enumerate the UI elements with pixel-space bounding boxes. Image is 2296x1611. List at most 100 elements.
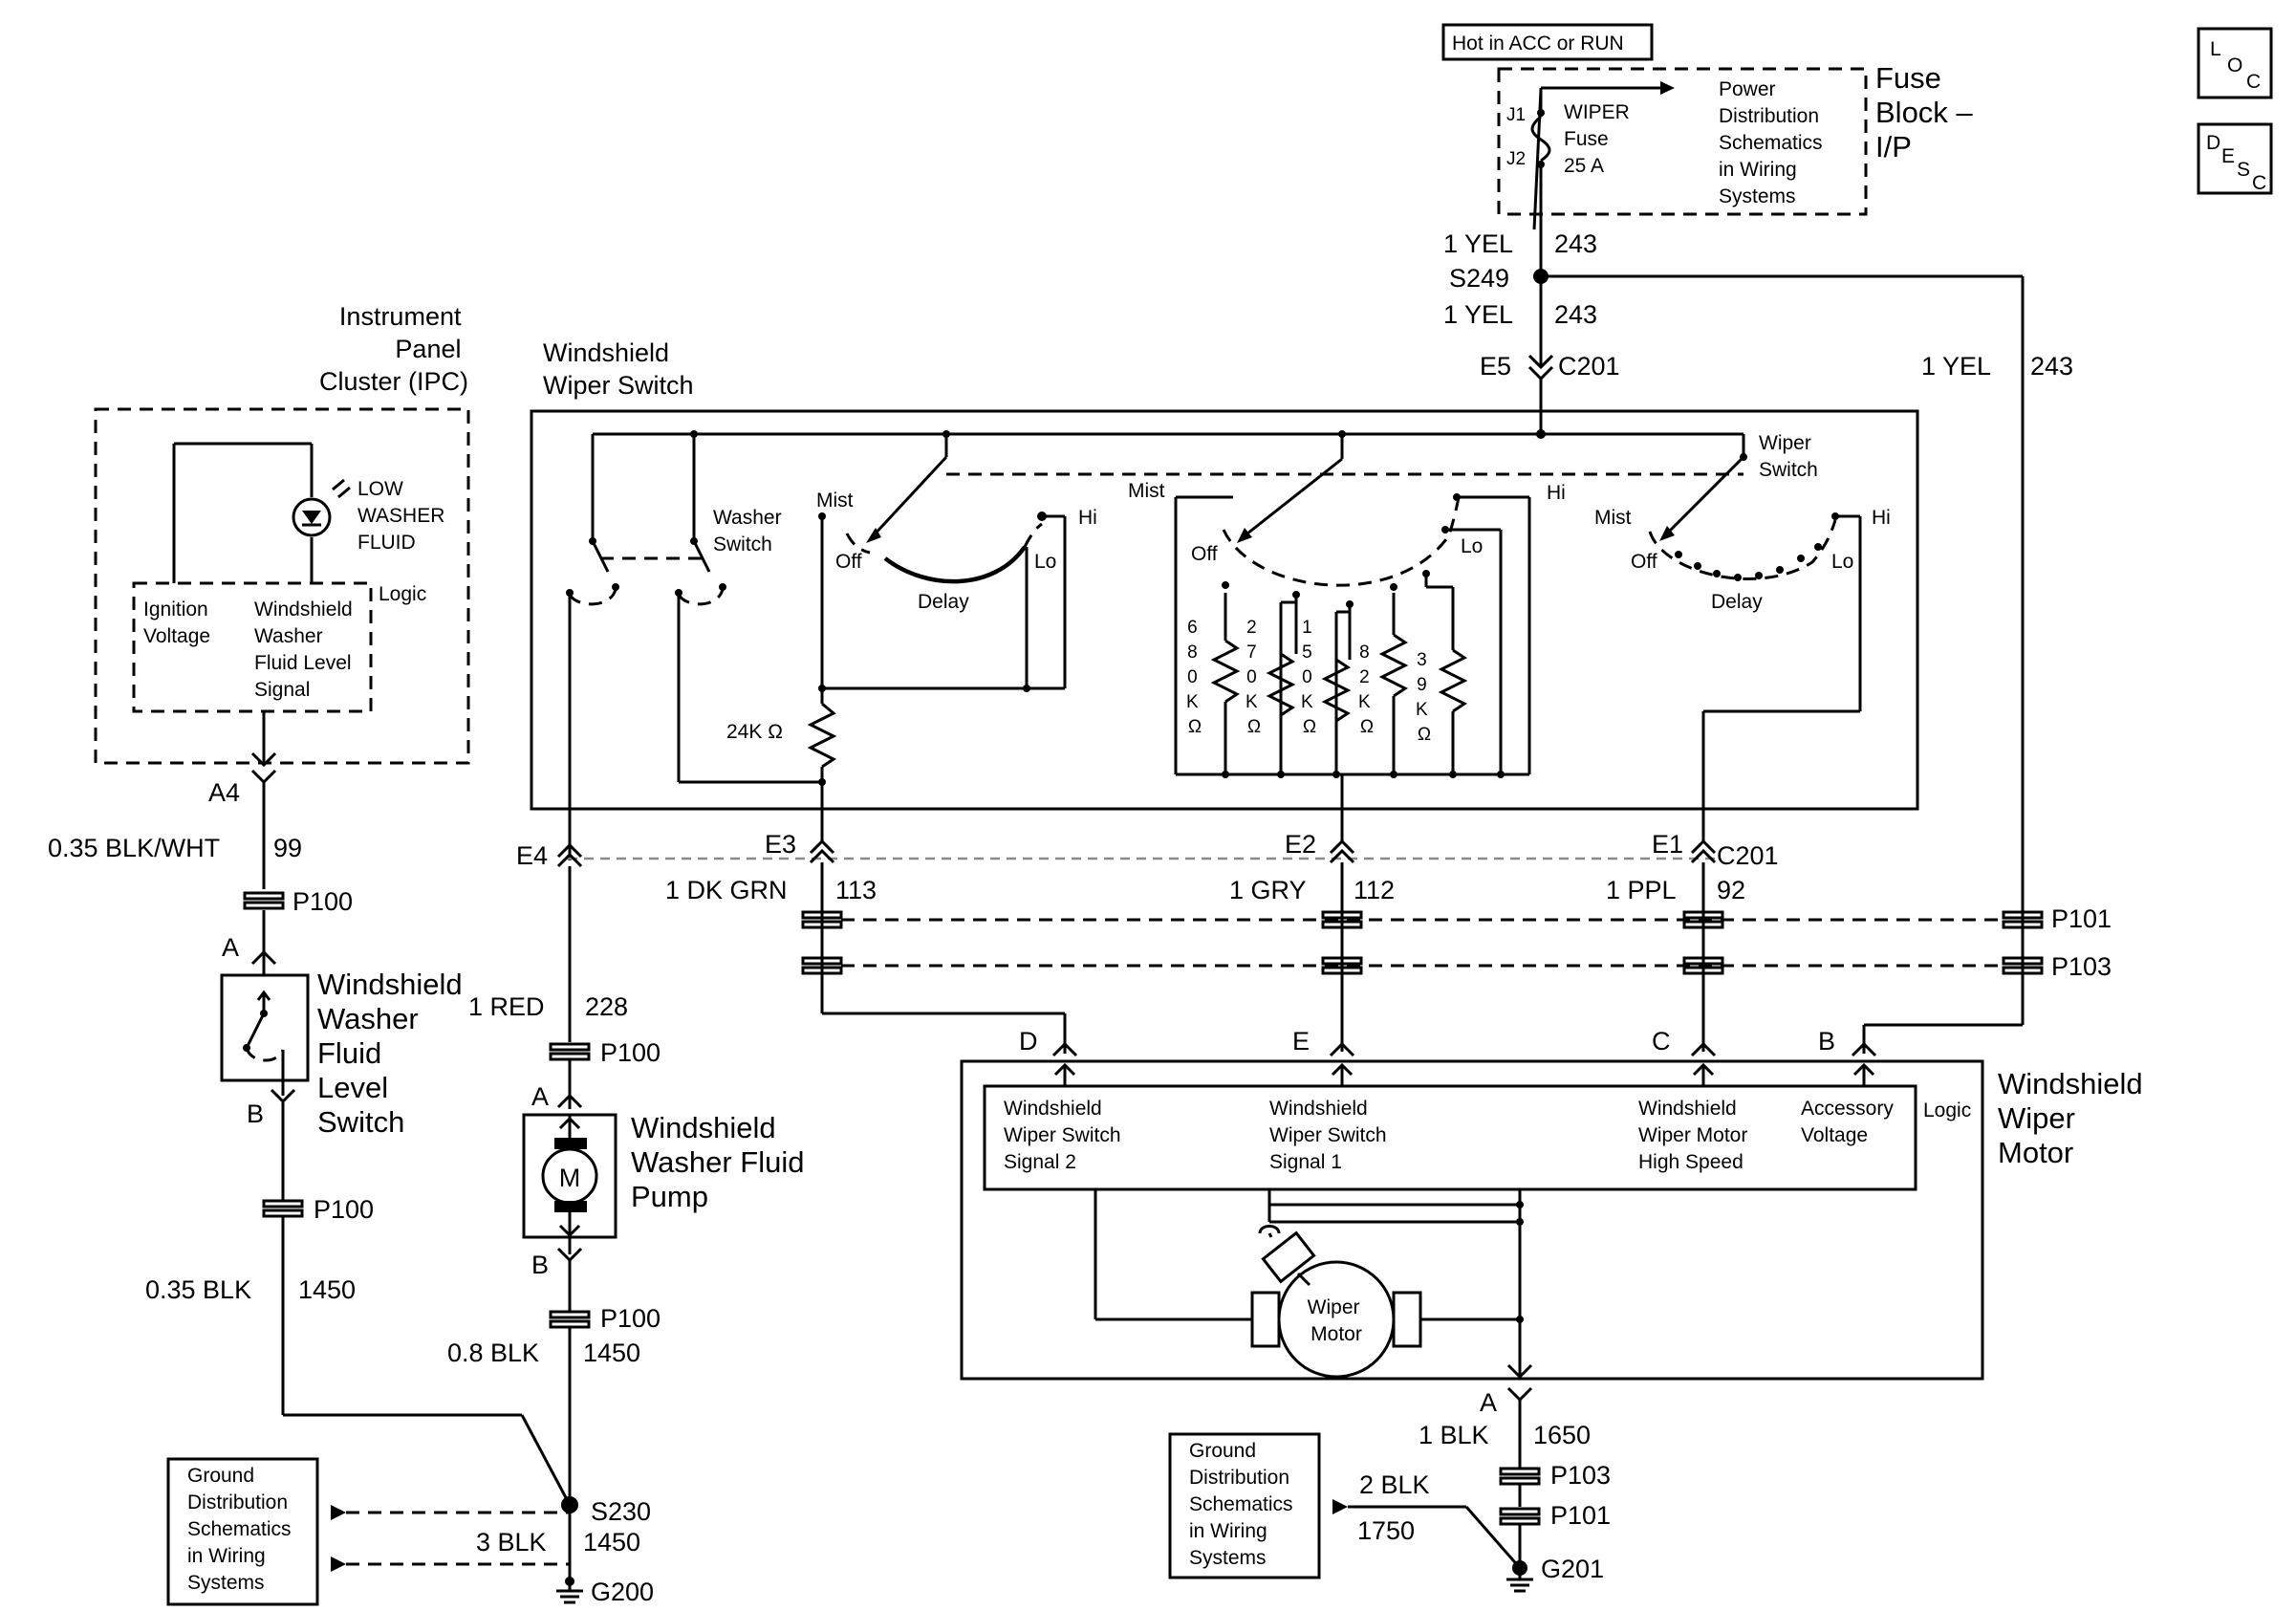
svg-text:Lo: Lo xyxy=(1461,535,1483,557)
svg-text:P100: P100 xyxy=(314,1195,374,1224)
svg-text:1 YEL: 1 YEL xyxy=(1443,300,1513,329)
svg-text:1 YEL: 1 YEL xyxy=(1443,229,1513,258)
svg-text:1 DK GRN: 1 DK GRN xyxy=(665,876,788,904)
wiper-switch-title: Windshield Wiper Switch xyxy=(543,338,694,400)
svg-text:1450: 1450 xyxy=(583,1528,640,1557)
ground-left: Ground Distribution Schematics in Wiring… xyxy=(166,1457,654,1606)
windshield-wiper-switch: Windshield Wiper Switch Washer Switch xyxy=(530,338,1919,860)
svg-text:C: C xyxy=(1652,1027,1671,1056)
svg-text:2 7 0 K: 2 7 0 K Ω xyxy=(1245,618,1263,737)
wiper-motor-logic xyxy=(983,1084,1917,1191)
ground-distribution-box-right xyxy=(1168,1432,1321,1579)
svg-text:Delay: Delay xyxy=(918,591,969,613)
connector-c201-row: E4 E3 E2 E1 C201 1 DK GRN 113 1 GRY 112 … xyxy=(516,830,2112,1054)
svg-text:112: 112 xyxy=(1354,876,1395,904)
svg-text:243: 243 xyxy=(1554,229,1597,258)
svg-text:0.8 BLK: 0.8 BLK xyxy=(447,1339,539,1367)
loc-badge[interactable]: L O C xyxy=(2197,27,2273,99)
svg-text:Lo: Lo xyxy=(1831,551,1853,573)
windshield-wiper-motor: D E C B Windshield Wiper Switch Signal 2… xyxy=(960,1027,2151,1469)
svg-text:O: O xyxy=(2227,54,2242,76)
fuse-block-outline xyxy=(1497,67,1868,216)
pump-label: Windshield Washer Fluid Pump xyxy=(631,1111,812,1213)
svg-text:Logic: Logic xyxy=(379,583,426,605)
svg-text:1450: 1450 xyxy=(298,1275,356,1304)
svg-text:3 9 K Ω: 3 9 K Ω xyxy=(1416,650,1433,745)
svg-text:E: E xyxy=(2221,145,2235,167)
svg-text:1 GRY: 1 GRY xyxy=(1229,876,1307,904)
svg-text:Off: Off xyxy=(1191,543,1218,565)
svg-text:228: 228 xyxy=(585,992,628,1021)
svg-text:P103: P103 xyxy=(1550,1461,1611,1490)
svg-text:Hi: Hi xyxy=(1872,507,1891,529)
svg-text:C201: C201 xyxy=(1717,841,1779,870)
svg-text:24K Ω: 24K Ω xyxy=(726,721,783,743)
hot-label-box xyxy=(1441,23,1654,61)
svg-text:Wiper Switch: Wiper Switch xyxy=(1759,432,1818,481)
washer-level-switch-label: Windshield Washer Fluid Level Switch xyxy=(317,968,470,1139)
fuse-block: Hot in ACC or RUN J1 J2 WIPER Fuse 25 A … xyxy=(1441,23,1981,368)
svg-text:Mist: Mist xyxy=(1128,480,1165,502)
svg-text:1450: 1450 xyxy=(583,1339,640,1367)
washer-pump-chain: 1 RED 228 P100 A M Windshield Washer Flu… xyxy=(447,992,812,1578)
svg-text:99: 99 xyxy=(273,834,302,862)
svg-text:P100: P100 xyxy=(600,1038,661,1067)
wiper-motor-box xyxy=(960,1059,1984,1381)
svg-text:P100: P100 xyxy=(600,1304,661,1333)
ground-g200-icon xyxy=(556,1581,583,1604)
svg-text:D: D xyxy=(2206,132,2220,154)
svg-text:P101: P101 xyxy=(2051,904,2112,933)
svg-text:Windshield Wiper Motor: Windshield Wiper Motor High Speed xyxy=(1638,1098,1753,1173)
svg-text:Hi: Hi xyxy=(1078,507,1097,529)
ground-right: 1 BLK 1650 P103 P101 Ground Distribution… xyxy=(1168,1421,1611,1593)
svg-text:E5: E5 xyxy=(1480,352,1511,381)
svg-text:Delay: Delay xyxy=(1711,591,1763,613)
desc-badge[interactable]: D E S C xyxy=(2197,122,2273,195)
svg-text:Washer Switch: Washer Switch xyxy=(713,507,787,555)
hot-label: Hot in ACC or RUN xyxy=(1452,33,1624,54)
washer-level-chain: A4 0.35 BLK/WHT 99 P100 A Windshield Was… xyxy=(48,769,572,1506)
svg-text:0.35 BLK/WHT: 0.35 BLK/WHT xyxy=(48,834,220,862)
svg-text:P103: P103 xyxy=(2051,952,2112,981)
svg-text:92: 92 xyxy=(1717,876,1745,904)
svg-text:P100: P100 xyxy=(292,887,353,916)
svg-text:E4: E4 xyxy=(516,841,548,870)
svg-text:G200: G200 xyxy=(591,1578,654,1606)
lamp-icon xyxy=(292,497,332,537)
svg-text:P101: P101 xyxy=(1550,1501,1611,1530)
power-distribution-ref: Power Distribution Schematics in Wiring … xyxy=(1719,78,1828,207)
svg-text:0.35 BLK: 0.35 BLK xyxy=(145,1275,251,1304)
svg-text:Accessory Voltage: Accessory Voltage xyxy=(1801,1098,1899,1146)
splice-s230 xyxy=(561,1496,578,1513)
svg-text:3 BLK: 3 BLK xyxy=(476,1528,547,1557)
svg-text:6 8 0 K: 6 8 0 K Ω xyxy=(1186,618,1203,737)
svg-text:Wiper Motor: Wiper Motor xyxy=(1308,1296,1366,1345)
svg-text:D: D xyxy=(1019,1027,1038,1056)
svg-text:1 PPL: 1 PPL xyxy=(1606,876,1677,904)
svg-text:B: B xyxy=(531,1251,549,1279)
svg-text:Off: Off xyxy=(1631,551,1657,573)
svg-text:Windshield Washer: Windshield Washer Fluid Level Signal xyxy=(254,599,358,701)
svg-text:Ground Distribution: Ground Distribution Schematics in Wiring… xyxy=(1189,1440,1298,1569)
fuse-block-title: Fuse Block – I/P xyxy=(1875,61,1981,163)
svg-text:Logic: Logic xyxy=(1923,1099,1971,1121)
svg-text:M: M xyxy=(559,1164,581,1192)
svg-text:A: A xyxy=(1480,1388,1497,1417)
instrument-panel-cluster: Instrument Panel Cluster (IPC) LOW WASHE… xyxy=(94,302,470,768)
svg-text:2 BLK: 2 BLK xyxy=(1359,1470,1430,1499)
top-wiring: 1 YEL 243 S249 1 YEL 243 E5 C201 1 YEL 2… xyxy=(1443,229,2073,1025)
j2-label: J2 xyxy=(1506,149,1526,169)
svg-text:1 RED: 1 RED xyxy=(468,992,545,1021)
wiper-motor-title: Windshield Wiper Motor xyxy=(1998,1067,2151,1169)
svg-text:8 2 K Ω: 8 2 K Ω xyxy=(1358,642,1375,737)
ground-distribution-box-left xyxy=(166,1457,319,1606)
svg-text:B: B xyxy=(247,1099,264,1128)
svg-text:C201: C201 xyxy=(1558,352,1620,381)
svg-text:243: 243 xyxy=(1554,300,1597,329)
svg-text:G201: G201 xyxy=(1541,1555,1604,1583)
svg-text:Ground Distribution: Ground Distribution Schematics in Wiring… xyxy=(187,1465,296,1594)
svg-text:A4: A4 xyxy=(208,778,240,807)
svg-text:113: 113 xyxy=(835,876,877,904)
svg-text:Lo: Lo xyxy=(1034,551,1056,573)
svg-text:S: S xyxy=(2237,159,2250,181)
